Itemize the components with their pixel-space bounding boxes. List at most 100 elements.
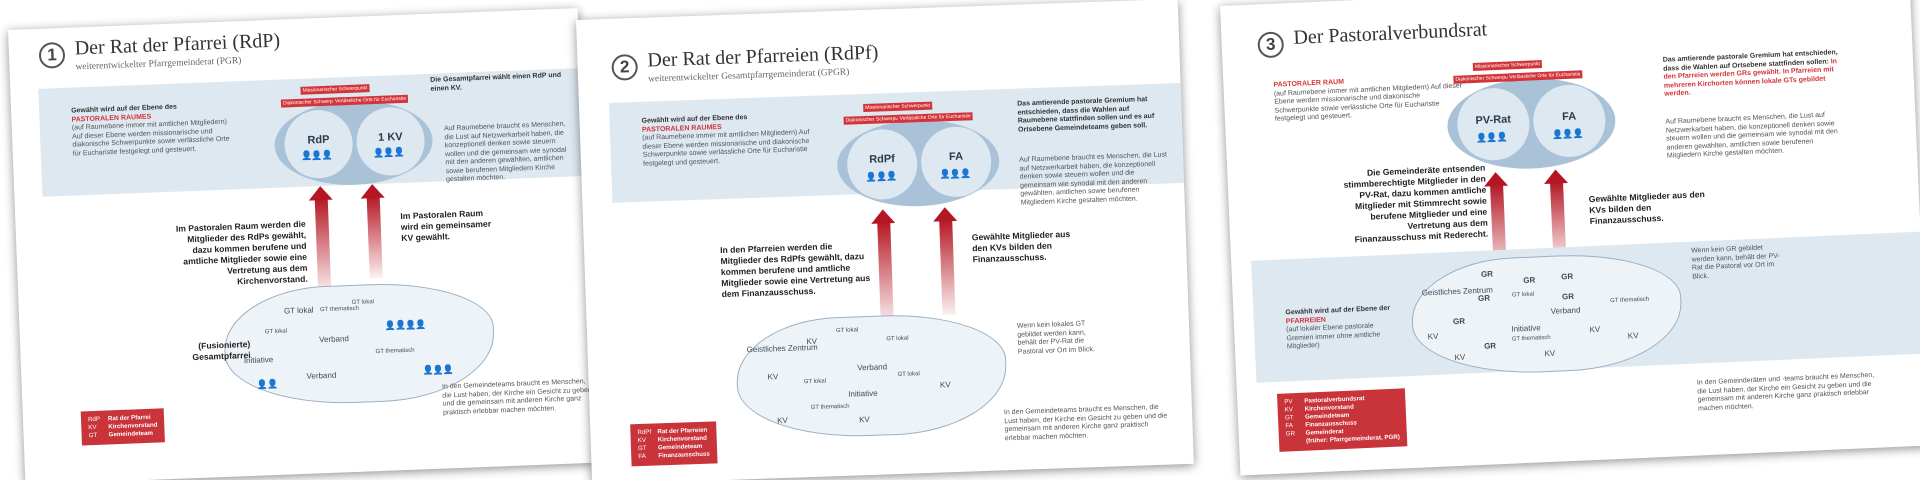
arrow-left-caption: Die Gemeinderäte entsenden stimmberechti…	[1343, 162, 1489, 245]
map-label: GT lokal	[264, 328, 288, 336]
tag-eucharist: Verlässliche Orte für Eucharistie	[1507, 70, 1583, 82]
map-caption: (Fusionierte) Gesamtpfarrei	[192, 338, 251, 363]
people-icon: 👤👤👤👤	[384, 319, 426, 331]
map-label: GR	[1561, 291, 1575, 302]
people-icon: 👤👤👤	[939, 168, 971, 180]
arrow-right-caption: Im Pastoralen Raum wird ein gemeinsamer …	[400, 207, 492, 244]
map-label: GT lokal	[835, 327, 859, 335]
parish-territory-map: Geistliches Zentrum KV GT lokal GT lokal…	[734, 311, 1009, 441]
map-label: Initiative	[848, 388, 878, 399]
map-label: KV	[767, 372, 779, 382]
map-label: GR	[1452, 316, 1466, 327]
page-title: Der Pastoralverbundsrat	[1292, 18, 1488, 49]
people-icon: 👤👤👤	[865, 170, 897, 182]
raum-description: Auf Raumebene braucht es Menschen, die L…	[1665, 111, 1838, 160]
circle-label-left: RdP	[307, 133, 330, 147]
map-label: GT thematisch	[319, 305, 359, 314]
map-label: GT lokal	[803, 378, 827, 386]
map-side-note: Wenn kein lokales GT gebildet werden kan…	[1016, 320, 1095, 356]
document-page-1: 1 Der Rat der Pfarrei (RdP) weiterentwic…	[8, 8, 596, 480]
map-label: KV	[1627, 331, 1639, 341]
circle-label-left: RdPf	[869, 152, 896, 166]
arrow-right-caption: Gewählte Mitglieder aus den KVs bilden d…	[1588, 189, 1705, 227]
map-label: Initiative	[1511, 323, 1541, 334]
map-label: Verband	[857, 362, 888, 373]
tag-missionary: Missionarischer Schwerpunkt	[1472, 60, 1543, 72]
map-label: KV	[1544, 348, 1556, 359]
circle-label-right: FA	[948, 150, 964, 164]
circle-pv-rat: PV-Rat 👤👤👤	[1455, 86, 1531, 162]
map-label: GT lokal	[283, 305, 314, 316]
circle-label-left: PV-Rat	[1475, 113, 1512, 127]
arrow-right-caption: Gewählte Mitglieder aus den KVs bilden d…	[971, 228, 1071, 265]
map-label: KV	[1427, 331, 1439, 342]
map-label: GT thematisch	[810, 403, 850, 412]
map-label: GT thematisch	[375, 347, 415, 356]
page-number-badge: 1	[38, 41, 66, 69]
decision-note: Das amtierende pastorale Gremium hat ent…	[1663, 49, 1845, 99]
map-label: KV	[776, 415, 788, 426]
people-icon: 👤👤👤	[300, 149, 332, 161]
lower-level-detail: (auf lokaler Ebene pastorale Gremien imm…	[1286, 322, 1381, 351]
level-description: Gewählt wird auf der Ebene des PASTORALE…	[641, 112, 813, 169]
map-label: KV	[1589, 324, 1601, 335]
map-label: KV	[1454, 352, 1466, 363]
people-icon: 👤👤👤	[372, 146, 404, 159]
map-label: Verband	[318, 334, 350, 345]
arrow-left-caption: In den Pfarreien werden die Mitglieder d…	[719, 241, 871, 300]
map-label: GR	[1483, 341, 1497, 351]
map-label: KV	[858, 414, 870, 425]
arrow-left-caption: Im Pastoralen Raum werden die Mitglieder…	[175, 218, 308, 287]
circle-kv: 1 KV 👤👤👤	[355, 106, 426, 177]
raum-description: Auf Raumebene braucht es Menschen, die L…	[443, 120, 567, 184]
map-label: GT thematisch	[1511, 334, 1551, 343]
arrow-up-left	[877, 221, 894, 326]
people-icon: 👤👤👤	[422, 364, 454, 376]
lower-level-description: Gewählt wird auf der Ebene der PFARREIEN…	[1285, 305, 1397, 352]
people-icon: 👤👤👤	[1475, 131, 1507, 143]
map-side-note: Wenn kein GR gebildet werden kann, behäl…	[1690, 244, 1780, 281]
level-detail: (auf Raumebene immer mit amtlichen Mitgl…	[71, 118, 230, 158]
circle-label-right: FA	[1561, 110, 1577, 124]
footer-description: In den Gemeindeteams braucht es Menschen…	[441, 378, 592, 417]
map-label: GT thematisch	[1610, 296, 1650, 305]
document-page-3: 3 Der Pastoralverbundsrat PASTORALER RAU…	[1220, 0, 1920, 476]
map-label: GR	[1560, 271, 1574, 282]
map-label: GR	[1477, 293, 1491, 304]
raum-description: Auf Raumebene braucht es Menschen, die L…	[1019, 151, 1168, 207]
footer-description: In den Gemeindeteams braucht es Menschen…	[1003, 403, 1168, 442]
map-label: GR	[1523, 275, 1536, 286]
map-label: Verband	[306, 370, 337, 381]
map-label: Verband	[1550, 305, 1581, 316]
circle-fa: FA 👤👤👤	[1531, 83, 1607, 159]
map-label: KV	[806, 336, 818, 347]
people-icon: 👤👤	[256, 378, 278, 390]
level-description: PASTORALER RAUM (auf Raumebene immer mit…	[1273, 73, 1465, 124]
map-label: GT lokal	[1511, 291, 1535, 299]
document-page-2: 2 Der Rat der Pfarreien (RdPf) weiterent…	[576, 0, 1194, 480]
arrow-up-left	[314, 197, 332, 295]
map-label: GT lokal	[886, 335, 909, 343]
level-detail: (auf Raumebene immer mit amtlichen Mitgl…	[642, 128, 810, 168]
map-label: KV	[939, 380, 951, 390]
page-number-badge: 2	[611, 53, 639, 81]
footer-description: In den Gemeinderäten und -teams braucht …	[1696, 371, 1875, 413]
arrow-up-right	[939, 218, 956, 316]
page-number-badge: 3	[1257, 31, 1285, 59]
circle-label-right: 1 KV	[377, 130, 403, 144]
map-label: GR	[1480, 269, 1494, 279]
circle-rdp: RdP 👤👤👤	[283, 108, 354, 180]
council-oval: PV-Rat 👤👤👤 FA 👤👤👤	[1445, 74, 1618, 173]
circle-rdpf: RdPf 👤👤👤	[846, 128, 919, 201]
people-icon: 👤👤👤	[1551, 128, 1583, 140]
map-label: GT lokal	[897, 371, 920, 378]
page-title: Der Rat der Pfarrei (RdP)	[74, 29, 281, 60]
arrow-up-right	[366, 195, 383, 279]
level-description: Gewählt wird auf der Ebene des PASTORALE…	[71, 101, 233, 158]
decision-note: Das amtierende pastorale Gremium hat ent…	[1017, 96, 1155, 134]
